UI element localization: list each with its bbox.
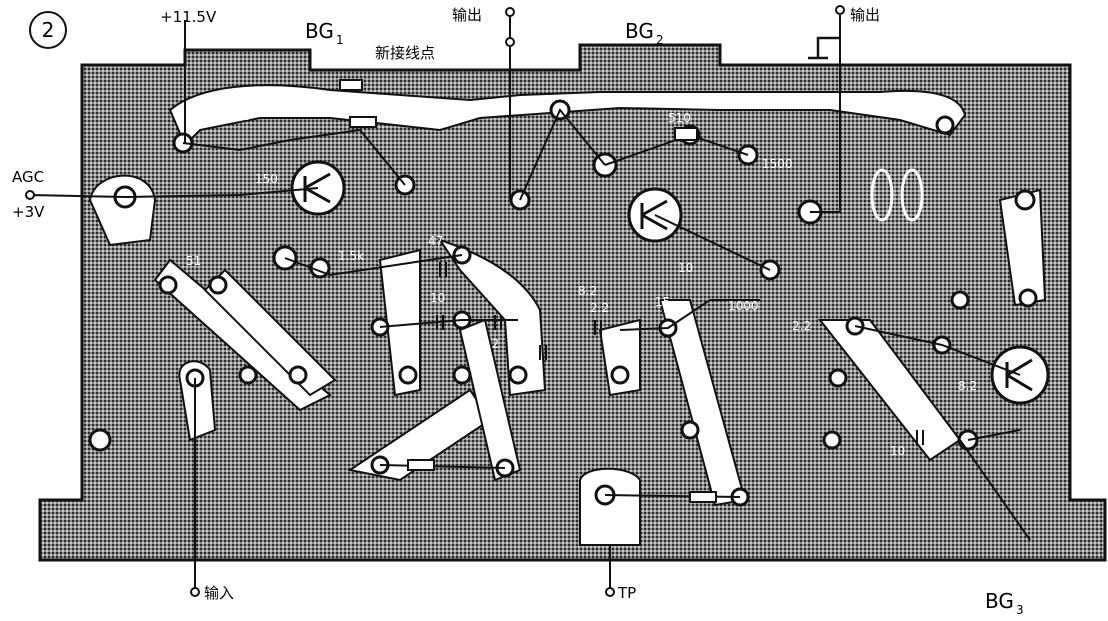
value-label: 8.2 — [578, 284, 597, 298]
component-value-labels: 100 220 150 47 10 8.2 1.5k 51 510 1500 1… — [186, 109, 977, 458]
value-label: 510 — [668, 111, 691, 125]
value-label: 100 — [228, 109, 251, 123]
value-label: 1500 — [762, 157, 793, 171]
component-wires — [29, 15, 1031, 588]
new-connection-point-label: 新接线点 — [375, 44, 435, 62]
value-label: 15 — [655, 295, 670, 309]
value-label: 47 — [428, 234, 443, 248]
value-label: 10 — [890, 444, 905, 458]
tp-label: TP — [617, 584, 636, 602]
output-right-label: 输出 — [850, 6, 880, 24]
value-label: 2.2 — [590, 301, 609, 315]
plus3v-label: +3V — [12, 203, 45, 221]
supply-voltage-label: +11.5V — [160, 8, 217, 26]
bg3-subscript: 3 — [1016, 603, 1024, 617]
bg2-subscript: 2 — [656, 33, 664, 47]
value-label: 8.2 — [958, 379, 977, 393]
output-top-label: 输出 — [452, 6, 482, 24]
value-label: 150 — [255, 172, 278, 186]
terminal-markers — [25, 5, 845, 597]
bg2-text: BG — [625, 19, 654, 43]
bg1-text: BG — [305, 19, 334, 43]
bg2-label: BG 2 — [625, 19, 664, 47]
ground-symbol — [808, 36, 840, 60]
value-label: 10 — [430, 291, 445, 305]
input-label: 输入 — [204, 584, 234, 602]
agc-label: AGC — [12, 168, 44, 186]
value-label: 8.2 — [480, 337, 499, 351]
value-label: 220 — [410, 109, 433, 123]
bg1-subscript: 1 — [336, 33, 344, 47]
value-label: 10 — [678, 261, 693, 275]
value-label: 1000 — [728, 299, 759, 313]
figure-number: 2 — [29, 11, 67, 49]
value-label: 51 — [186, 254, 201, 268]
value-label: 1.5k — [338, 249, 364, 263]
bg1-label: BG 1 — [305, 19, 344, 47]
value-label: 15 — [893, 379, 908, 393]
bg3-text: BG — [985, 589, 1014, 613]
passive-components — [339, 79, 924, 503]
coil-inductors — [870, 168, 924, 222]
figure-number-text: 2 — [42, 18, 55, 42]
bg3-label: BG 3 — [985, 589, 1024, 617]
value-label: 2.2 — [792, 319, 811, 333]
